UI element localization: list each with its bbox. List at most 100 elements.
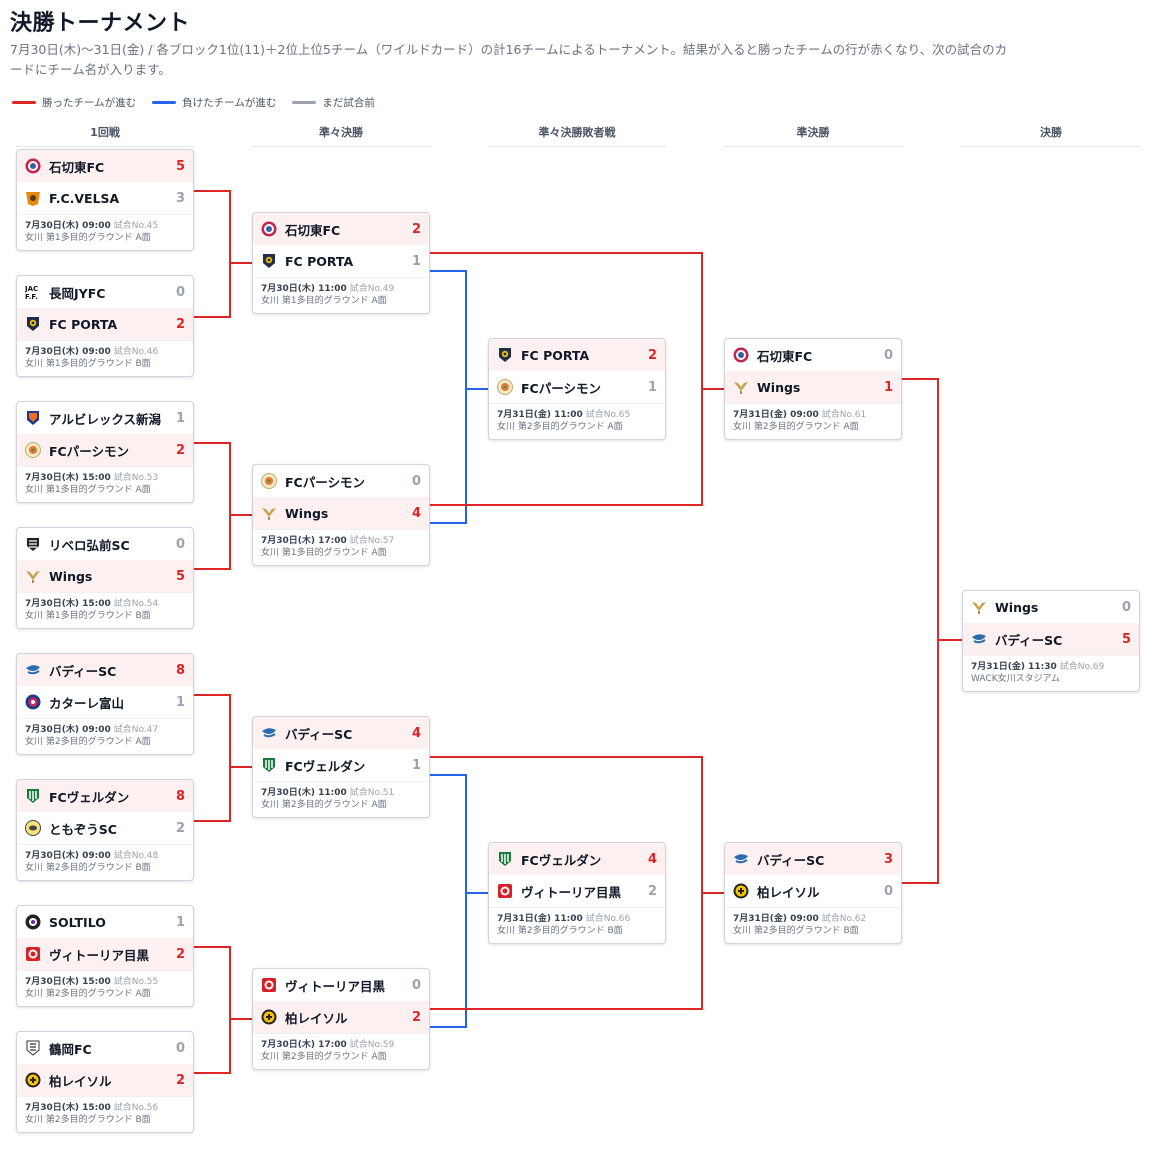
match-number: 試合No.51 (349, 788, 395, 798)
team-score: 8 (175, 788, 185, 804)
match-datetime: 7月31日(金) 11:00 (497, 914, 583, 924)
team-score: 1 (883, 379, 893, 395)
team-score: 0 (1121, 599, 1131, 615)
team-logo-icon (25, 568, 41, 584)
team-logo-icon (261, 757, 277, 773)
team-logo-icon (261, 473, 277, 489)
match-datetime: 7月30日(木) 15:00 (25, 1103, 111, 1113)
match-datetime: 7月30日(木) 11:00 (261, 788, 347, 798)
team-name: FCヴェルダン (285, 758, 366, 774)
match-number: 試合No.66 (585, 914, 631, 924)
team-name: バディーSC (757, 852, 825, 868)
team-name: 柏レイソル (757, 884, 820, 900)
match-datetime: 7月30日(木) 09:00 (25, 851, 111, 861)
match-venue: 女川 第1多目的グラウンド B面 (25, 611, 151, 621)
connector-line (430, 893, 467, 1028)
team-row[interactable]: FCヴェルダン 8 (17, 780, 193, 812)
team-logo-icon (261, 253, 277, 269)
team-logo-icon (261, 505, 277, 521)
match-datetime: 7月30日(木) 15:00 (25, 977, 111, 987)
team-name: SOLTILO (49, 914, 106, 930)
team-logo-icon (733, 883, 749, 899)
team-score: 0 (883, 347, 893, 363)
match-number: 試合No.65 (585, 410, 631, 420)
round-header-quarterfinal: 準々決勝 (252, 124, 430, 147)
page-title: 決勝トーナメント (10, 11, 191, 36)
connector-line (194, 1019, 231, 1074)
match-venue: 女川 第2多目的グラウンド B面 (25, 1115, 151, 1125)
legend-label: 勝ったチームが進む (42, 97, 137, 109)
legend-label: まだ試合前 (322, 97, 375, 109)
team-logo-icon (733, 347, 749, 363)
team-logo-icon (25, 316, 41, 332)
team-logo-icon (25, 914, 41, 930)
team-name: 石切東FC (49, 159, 105, 175)
match-datetime: 7月31日(金) 11:00 (497, 410, 583, 420)
team-row[interactable]: 石切東FC 5 (17, 150, 193, 182)
team-score: 0 (411, 473, 421, 489)
svg-text:JAC: JAC (25, 285, 38, 293)
team-score: 2 (647, 347, 657, 363)
match-number: 試合No.47 (113, 725, 159, 735)
team-logo-icon (261, 221, 277, 237)
team-name: FCヴェルダン (49, 789, 130, 805)
match-venue: 女川 第2多目的グラウンド A面 (497, 422, 623, 432)
legend-line-blue (152, 101, 177, 104)
connector-line (194, 515, 231, 570)
team-score: 5 (175, 158, 185, 174)
